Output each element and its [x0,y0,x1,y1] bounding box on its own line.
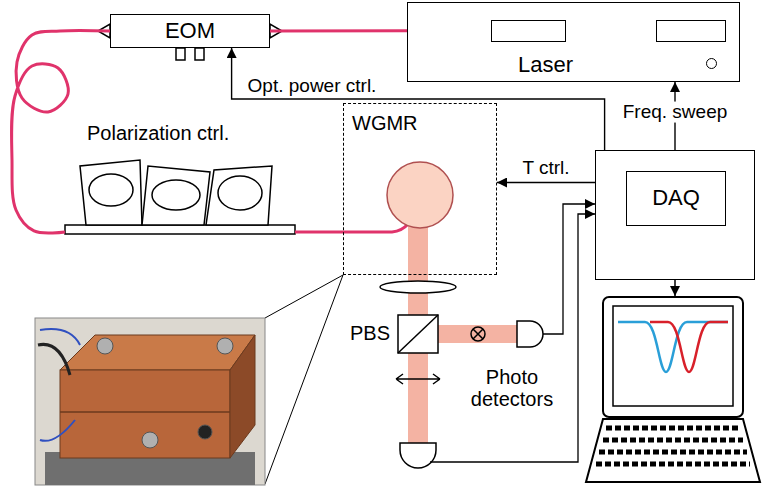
screw [142,432,158,448]
laser-box: Laser [407,2,740,82]
cable [38,344,70,375]
modulator-box: EOM [110,14,270,48]
connector-port [198,425,212,439]
laptop-keyboard [586,419,760,482]
paddle [80,160,142,225]
daq-unit: DAQ [595,150,755,280]
polarization-controller: Polarization ctrl. [65,155,295,236]
signal-wire [543,204,595,334]
screw [217,338,233,354]
electrode-tab [176,48,185,60]
resonance-dip [650,322,728,372]
component-label: PBS [350,322,390,344]
data-arrow [674,280,676,296]
paddle [142,166,210,225]
screen-area [613,306,733,406]
display-panel [656,20,726,42]
node-label: Laser [518,53,573,77]
cable [40,329,80,345]
paddle-base [65,225,295,234]
copper-top [60,335,255,370]
node-label: EOM [165,19,215,43]
laser-beam [428,325,518,343]
beam-splitter-diagonal [398,315,438,353]
node-label: WGMR [352,112,418,134]
beam-splitter-cube [398,315,438,353]
paddle [206,166,272,225]
display-panel [491,20,566,42]
fiber-coil [152,180,200,210]
fiber-coil [89,174,133,206]
zoom-line [265,275,343,318]
zoom-line [265,275,343,484]
photodetector [400,443,436,468]
optical-fiber [270,29,407,32]
signal-label: Opt. power ctrl. [245,76,380,97]
polarization-symbol [473,329,483,339]
keyboard-keys [596,428,750,464]
daq-panel: DAQ [626,171,726,226]
component-label: Photo detectors [462,366,562,410]
photo-inset [35,318,265,485]
laptop-screen [603,297,743,417]
node-label: Polarization ctrl. [87,122,229,144]
fiber-coil [218,176,262,210]
copper-seam [60,411,230,413]
resonator-housing: WGMR [343,103,497,275]
resonator-disk [387,162,453,228]
optical-fiber [343,224,408,232]
screw [97,338,113,354]
electrode-tab [195,48,204,60]
copper-side [230,335,255,458]
control-signal [497,182,595,183]
photodetector [517,321,543,347]
node-label: DAQ [652,186,700,210]
signal-label: Freq. sweep [620,102,731,123]
lens [380,281,456,293]
resonance-dip [618,322,728,372]
copper-front [60,370,230,458]
optical-fiber [295,230,343,233]
signal-wire [430,214,595,462]
polarization-arrow [396,374,440,384]
cable [40,420,75,441]
signal-label: T ctrl. [519,158,572,179]
indicator-knob [706,58,717,69]
polarization-symbol [471,327,485,341]
